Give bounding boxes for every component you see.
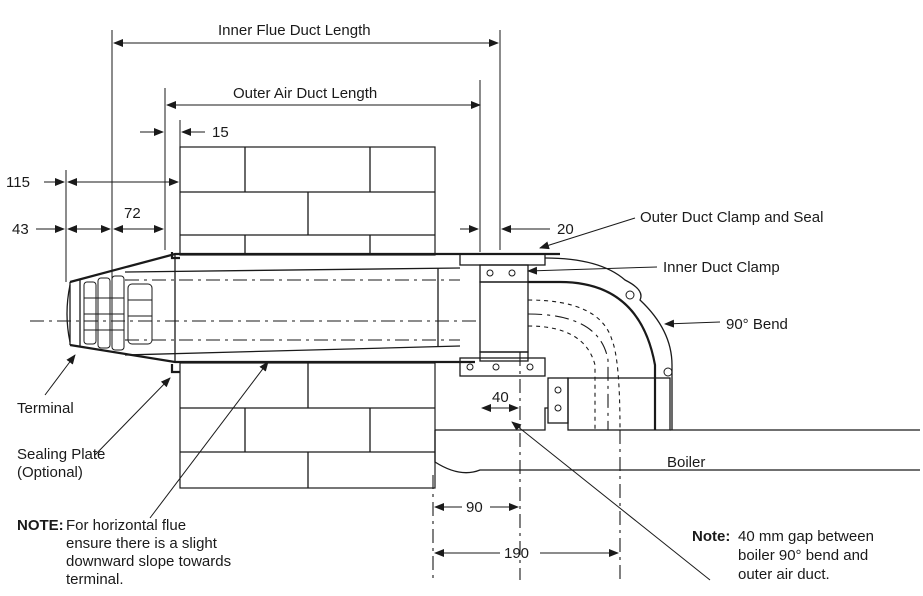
note-left-line-3: downward slope towards bbox=[66, 553, 231, 570]
bend-90 bbox=[527, 257, 673, 431]
note-gap: Note: 40 mm gap between boiler 90° bend … bbox=[692, 528, 874, 583]
bend-label: 90° Bend bbox=[726, 316, 788, 333]
dim-115-label: 115 bbox=[6, 174, 30, 191]
note-right-line-3: outer air duct. bbox=[738, 566, 830, 583]
dim-15-label: 15 bbox=[212, 124, 229, 141]
note-horizontal-flue: NOTE: For horizontal flue ensure there i… bbox=[17, 517, 231, 588]
dim-72-label: 72 bbox=[124, 205, 141, 222]
inner-flue-duct-length-label: Inner Flue Duct Length bbox=[218, 22, 371, 39]
note-left-line-4: terminal. bbox=[66, 571, 124, 588]
flue-duct bbox=[30, 252, 560, 364]
clamp-assembly bbox=[459, 253, 546, 377]
outer-duct-clamp-label: Outer Duct Clamp and Seal bbox=[640, 209, 823, 226]
dim-20-label: 20 bbox=[557, 221, 574, 238]
boiler-casing: Boiler bbox=[180, 407, 920, 489]
note-left-heading: NOTE: bbox=[17, 517, 64, 534]
note-right-heading: Note: bbox=[692, 528, 730, 545]
terminal-label: Terminal bbox=[17, 400, 74, 417]
dim-43-label: 43 bbox=[12, 221, 29, 238]
sealing-plate-optional-label: (Optional) bbox=[17, 464, 83, 481]
outer-air-duct-length-label: Outer Air Duct Length bbox=[233, 85, 377, 102]
note-left-line-1: For horizontal flue bbox=[66, 517, 186, 534]
boiler-label: Boiler bbox=[667, 454, 705, 471]
note-right-line-2: boiler 90° bend and bbox=[738, 547, 868, 564]
dim-190-label: 190 bbox=[504, 545, 529, 562]
dimension-arrows bbox=[36, 39, 619, 557]
terminal-grille bbox=[66, 275, 153, 351]
note-right-line-1: 40 mm gap between bbox=[738, 528, 874, 545]
inner-duct-clamp-label: Inner Duct Clamp bbox=[663, 259, 780, 276]
upper-wall bbox=[179, 146, 436, 256]
dim-90-label: 90 bbox=[466, 499, 483, 516]
sealing-plate-label: Sealing Plate bbox=[17, 446, 105, 463]
sealing-plate bbox=[170, 252, 180, 374]
lower-wall bbox=[179, 362, 436, 489]
extension-lines bbox=[65, 30, 621, 580]
dim-40-label: 40 bbox=[492, 389, 509, 406]
note-left-line-2: ensure there is a slight bbox=[66, 535, 218, 552]
leader-lines bbox=[44, 217, 721, 581]
